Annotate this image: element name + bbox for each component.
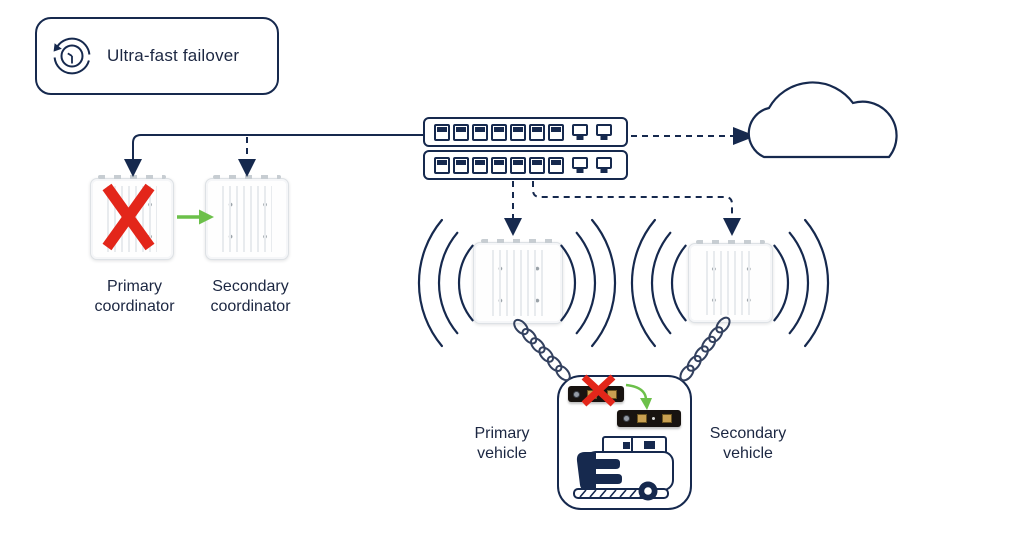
ethernet-port-icon bbox=[548, 156, 564, 174]
ethernet-port-icon bbox=[472, 156, 488, 174]
primary-coordinator-label: Primary coordinator bbox=[94, 278, 175, 315]
uplink-monitor-icon bbox=[572, 124, 588, 136]
ethernet-port-icon bbox=[453, 123, 469, 141]
led-icon bbox=[601, 392, 604, 395]
ethernet-port-icon bbox=[607, 390, 617, 399]
secondary-coordinator-device bbox=[205, 175, 289, 260]
ethernet-port-icon bbox=[662, 414, 672, 423]
ethernet-port-icon bbox=[548, 123, 564, 141]
ethernet-port-icon bbox=[510, 123, 526, 141]
primary-coordinator-device bbox=[90, 175, 174, 260]
antenna-port-icon bbox=[623, 415, 630, 422]
secondary-coordinator-label: Secondary coordinator bbox=[210, 278, 291, 315]
primary-vehicle-label: Primary vehicle bbox=[474, 425, 530, 462]
ethernet-port-icon bbox=[637, 414, 647, 423]
secondary-vehicle-label: Secondary vehicle bbox=[709, 425, 787, 462]
ethernet-port-icon bbox=[491, 123, 507, 141]
uplink-monitor-icon bbox=[572, 157, 588, 169]
ultra-fast-failover-badge: Ultra-fast failover bbox=[35, 17, 279, 95]
onboard-radio-primary bbox=[568, 386, 624, 402]
coiled-cable-right bbox=[679, 316, 731, 382]
antenna-port-icon bbox=[573, 391, 580, 398]
uplink-monitor-icon bbox=[596, 157, 612, 169]
ethernet-port-icon bbox=[472, 123, 488, 141]
cloud-icon bbox=[747, 81, 898, 159]
link-switch-to-right-ap bbox=[532, 181, 741, 236]
link-switch-to-primary-coordinator bbox=[124, 134, 423, 177]
ethernet-port-icon bbox=[491, 156, 507, 174]
failover-clock-icon bbox=[53, 37, 91, 75]
uplink-monitor-icon bbox=[596, 124, 612, 136]
ethernet-port-icon bbox=[434, 123, 450, 141]
ethernet-port-icon bbox=[529, 156, 545, 174]
badge-label: Ultra-fast failover bbox=[107, 46, 240, 65]
link-switch-to-secondary-coordinator bbox=[238, 137, 256, 177]
coiled-cable-left bbox=[513, 318, 571, 382]
switch-top bbox=[423, 117, 628, 147]
link-switch-to-left-ap bbox=[504, 181, 522, 236]
ethernet-port-icon bbox=[529, 123, 545, 141]
ethernet-port-icon bbox=[434, 156, 450, 174]
switch-bottom bbox=[423, 150, 628, 180]
link-switch-to-cloud bbox=[631, 127, 756, 145]
ethernet-port-icon bbox=[510, 156, 526, 174]
led-icon bbox=[652, 417, 655, 420]
onboard-radio-secondary bbox=[617, 410, 681, 427]
ethernet-port-icon bbox=[453, 156, 469, 174]
access-point-left bbox=[473, 239, 563, 324]
access-point-right bbox=[688, 240, 773, 323]
ethernet-port-icon bbox=[587, 390, 597, 399]
